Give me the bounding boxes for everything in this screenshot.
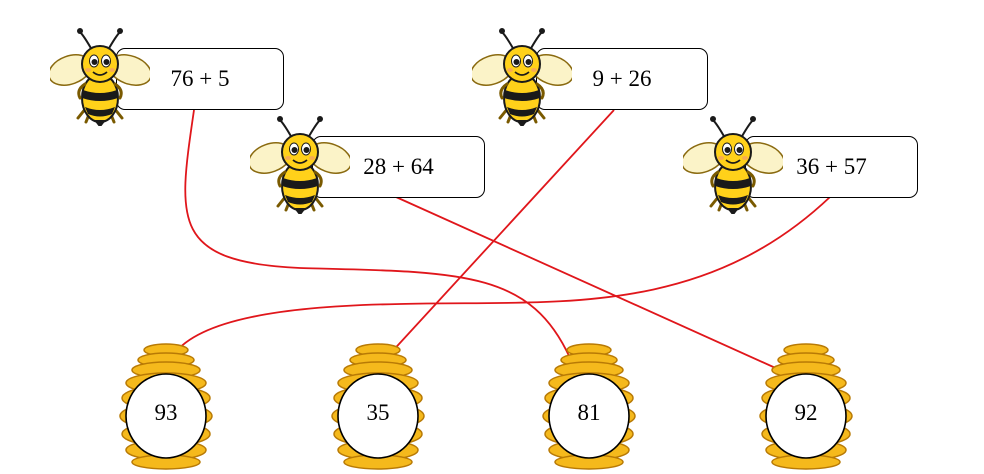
line-28+64-to-92 [395,196,781,371]
bee-icon [250,114,350,214]
answer-label-4: 92 [794,400,818,425]
connection-lines [173,109,831,371]
answer-label-3: 81 [577,400,601,425]
line-76+5-to-81 [184,109,571,359]
expression-text: 9 + 26 [592,66,652,91]
line-9+26-to-35 [387,109,615,357]
expression-text: 28 + 64 [363,154,434,179]
bee-icon [50,26,150,126]
answer-label-1: 93 [154,400,178,425]
answer-label-2: 35 [366,400,390,425]
bee-icon [472,26,572,126]
expression-box-3[interactable]: 9 + 26 [536,48,708,110]
bee-icon [683,114,783,214]
expression-text: 76 + 5 [170,66,230,91]
line-36+57-to-93 [173,196,831,355]
expression-text: 36 + 57 [796,154,867,179]
